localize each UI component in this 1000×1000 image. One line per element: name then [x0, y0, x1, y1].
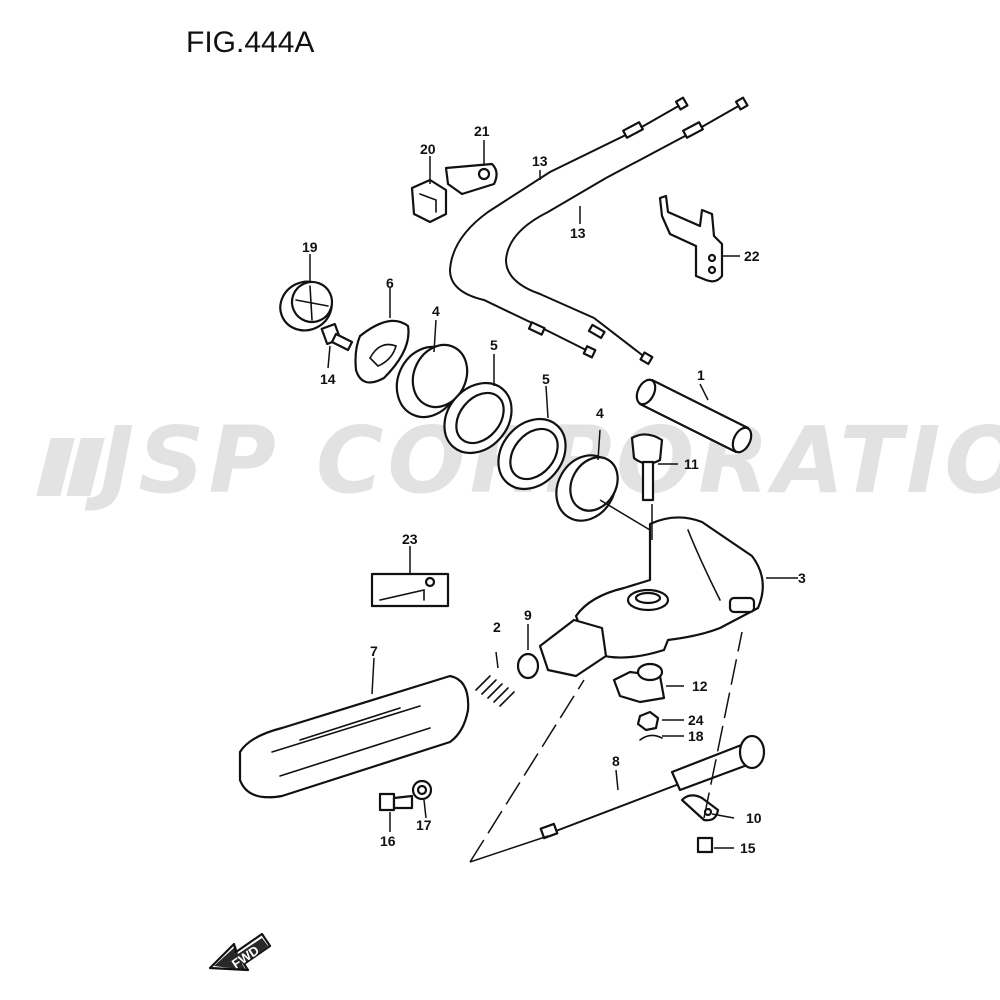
callout-11: 11 [684, 456, 699, 472]
callout-9: 9 [524, 607, 532, 623]
callout-23: 23 [402, 531, 418, 547]
part-5-seal-upper [443, 381, 513, 455]
part-15-screw [696, 836, 714, 854]
figure-title: FIG.444A [186, 26, 314, 59]
callout-24: 24 [688, 712, 704, 728]
callout-4-upper: 4 [432, 303, 440, 319]
callout-21: 21 [474, 123, 490, 139]
callout-4-lower: 4 [596, 405, 604, 421]
part-22-bracket [658, 194, 724, 283]
part-9-sleeve [516, 618, 608, 680]
callout-15: 15 [740, 840, 756, 856]
part-8-shaft [539, 734, 766, 840]
part-7-grip [238, 674, 470, 799]
part-20-clip [410, 178, 448, 224]
part-23-label [370, 572, 450, 608]
throttle-cables [448, 96, 749, 366]
callout-20: 20 [420, 141, 436, 157]
part-3-housing [574, 516, 764, 659]
part-21-bracket [444, 162, 498, 196]
callout-6: 6 [386, 275, 394, 291]
callout-3: 3 [798, 570, 806, 586]
part-1-rod [635, 378, 753, 454]
callout-1: 1 [697, 367, 705, 383]
callout-2: 2 [493, 619, 501, 635]
callout-22: 22 [744, 248, 760, 264]
callout-12: 12 [692, 678, 708, 694]
leader-lines [309, 140, 798, 863]
part-12-bracket [612, 662, 666, 704]
fwd-arrow-icon: FWD [208, 932, 272, 971]
part-17-washer [411, 779, 433, 801]
part-14-bolt [320, 322, 354, 352]
part-19-cap [279, 280, 334, 332]
callout-8: 8 [612, 753, 620, 769]
watermark-logo [36, 438, 105, 496]
callout-13-lower: 13 [570, 225, 586, 241]
callout-14: 14 [320, 371, 336, 387]
callout-18: 18 [688, 728, 704, 744]
callout-5-lower: 5 [542, 371, 550, 387]
callout-16: 16 [380, 833, 396, 849]
callout-13-upper: 13 [532, 153, 548, 169]
callouts: 1 2 3 4 4 5 5 6 7 8 9 10 11 12 13 13 14 … [302, 123, 806, 856]
part-10-plate [680, 794, 720, 822]
part-2-spring [475, 675, 515, 707]
part-4-ring-lower [555, 454, 619, 522]
part-24-nut [636, 710, 660, 732]
callout-10: 10 [746, 810, 762, 826]
part-6-plate [354, 319, 410, 384]
callout-17: 17 [416, 817, 432, 833]
part-16-bolt [378, 792, 414, 812]
part-18-clip [639, 734, 663, 741]
callout-5-upper: 5 [490, 337, 498, 353]
callout-7: 7 [370, 643, 378, 659]
part-4-ring-upper [395, 343, 469, 419]
part-5-seal-lower [497, 417, 567, 491]
callout-19: 19 [302, 239, 318, 255]
part-11-screw [630, 433, 664, 502]
